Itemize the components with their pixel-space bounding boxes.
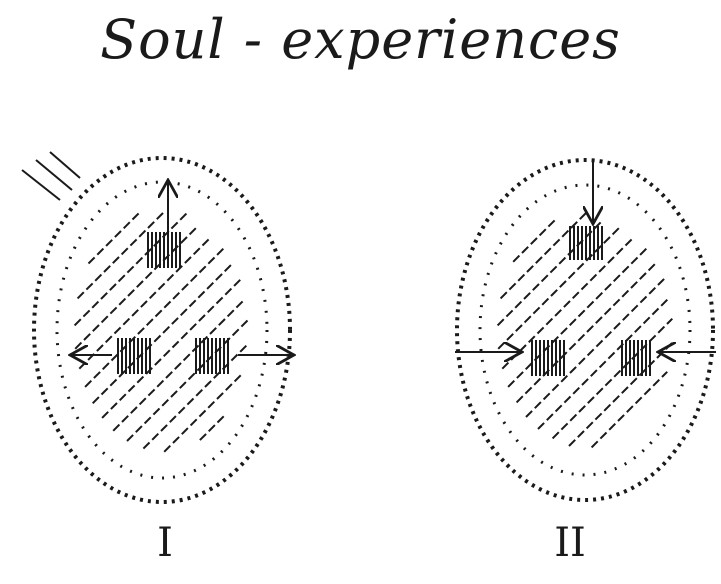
figure-1-outer-ring xyxy=(34,158,290,502)
figure-1-hatched-core xyxy=(75,213,248,452)
figure-1 xyxy=(22,152,292,502)
figure-1-dense-patches xyxy=(118,232,228,374)
figure-1-stray-strokes xyxy=(22,152,80,200)
figure-1-label: I xyxy=(125,520,205,566)
figure-1-middle-ring xyxy=(57,182,267,478)
figure-2-hatched-core xyxy=(498,213,673,447)
figure-2 xyxy=(455,160,716,500)
figure-2-outer-ring xyxy=(457,160,713,500)
figure-2-label: II xyxy=(530,520,610,566)
